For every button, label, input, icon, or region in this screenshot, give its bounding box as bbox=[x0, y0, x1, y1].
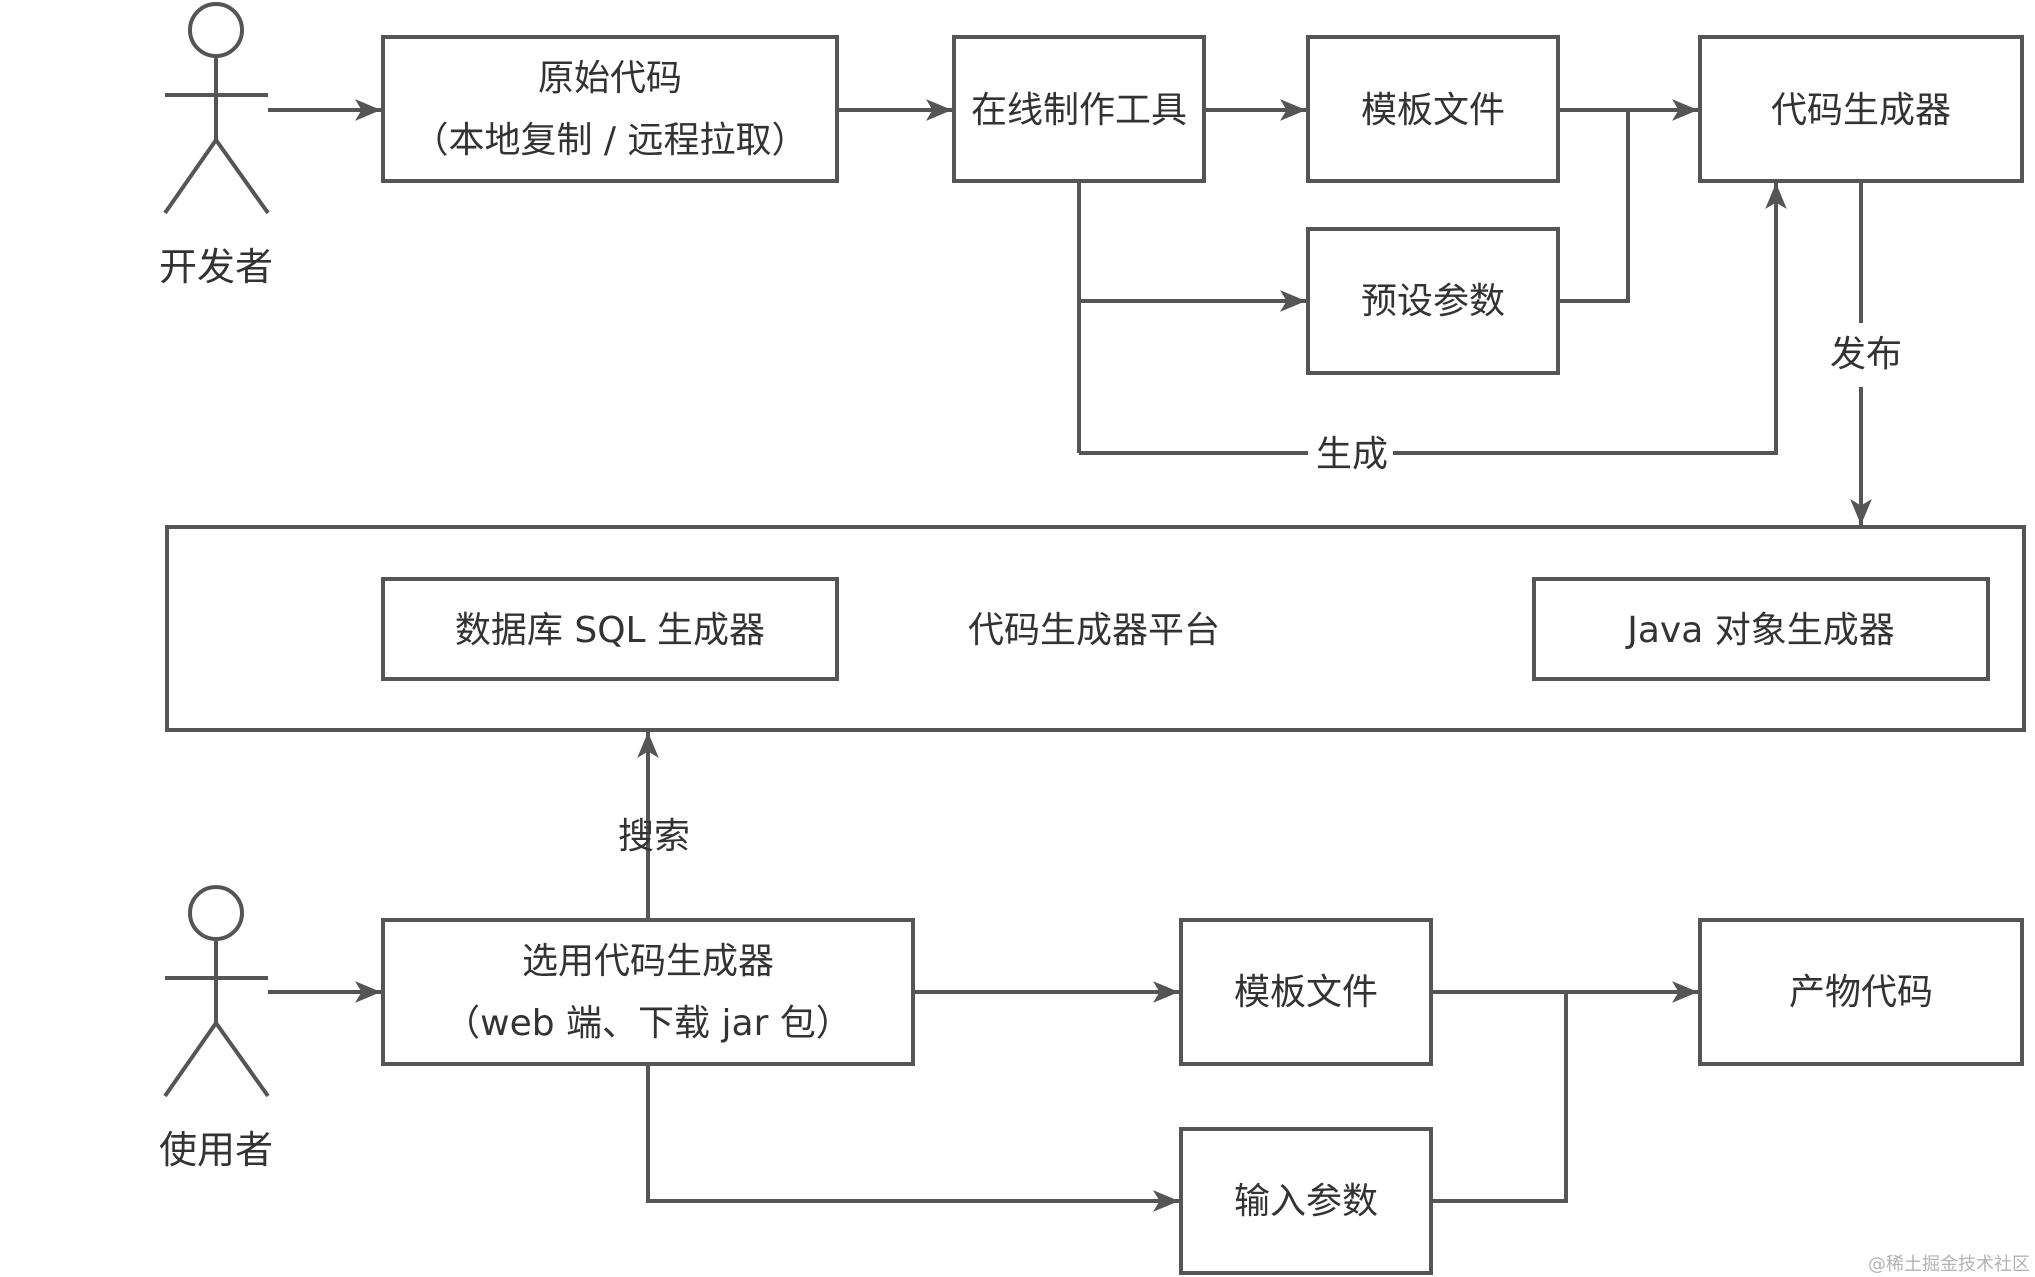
search-label: 搜索 bbox=[618, 816, 690, 857]
line-input-to-merge-bottom bbox=[1431, 992, 1568, 1203]
generate-label: 生成 bbox=[1316, 434, 1388, 475]
source-code-line2: （本地复制 / 远程拉取） bbox=[412, 120, 807, 161]
watermark: @稀土掘金技术社区 bbox=[1868, 1254, 2030, 1275]
platform-title: 代码生成器平台 bbox=[968, 610, 1220, 651]
publish-label: 发布 bbox=[1830, 334, 1902, 375]
developer-actor-icon bbox=[163, 2, 270, 215]
output-code-box bbox=[1698, 918, 2024, 1066]
line-preset-to-merge bbox=[1558, 110, 1630, 303]
input-params-label: 输入参数 bbox=[1234, 1181, 1378, 1222]
template-file-top-label: 模板文件 bbox=[1361, 90, 1505, 131]
platform-container bbox=[165, 525, 2026, 732]
source-code-line1: 原始代码 bbox=[538, 58, 682, 99]
user-actor-icon bbox=[163, 885, 270, 1098]
sql-generator-label: 数据库 SQL 生成器 bbox=[455, 610, 765, 651]
output-code-label: 产物代码 bbox=[1789, 972, 1933, 1013]
select-generator-line2: （web 端、下载 jar 包） bbox=[444, 1003, 852, 1044]
user-label: 使用者 bbox=[159, 1128, 273, 1172]
preset-params-label: 预设参数 bbox=[1361, 281, 1505, 322]
select-generator-line1: 选用代码生成器 bbox=[522, 941, 774, 982]
template-file-bottom-label: 模板文件 bbox=[1234, 972, 1378, 1013]
arrow-generate-to-generator bbox=[1393, 183, 1787, 455]
code-generator-label: 代码生成器 bbox=[1771, 90, 1951, 131]
developer-label: 开发者 bbox=[159, 245, 273, 289]
sql-generator-box bbox=[381, 577, 839, 681]
arrow-select-to-input bbox=[646, 1064, 1179, 1212]
java-generator-box bbox=[1532, 577, 1990, 681]
java-generator-label: Java 对象生成器 bbox=[1625, 610, 1895, 651]
online-tool-label: 在线制作工具 bbox=[971, 90, 1187, 131]
